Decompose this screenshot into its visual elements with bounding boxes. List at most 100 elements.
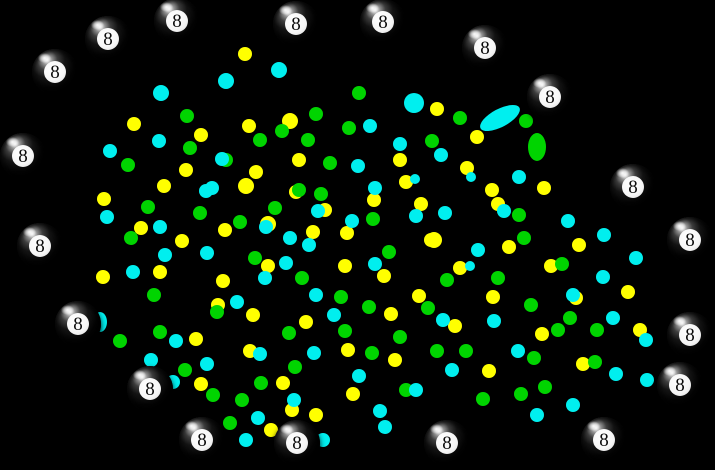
cyan-dot xyxy=(639,333,653,347)
cyan-dot xyxy=(309,288,323,302)
green-dot xyxy=(323,156,337,170)
yellow-dot xyxy=(367,193,381,207)
eight-ball-disc: 8 xyxy=(436,432,458,454)
eight-ball-disc: 8 xyxy=(67,313,89,335)
cyan-dot xyxy=(368,181,382,195)
yellow-dot xyxy=(299,315,313,329)
eight-ball-disc: 8 xyxy=(539,86,561,108)
cyan-dot xyxy=(311,204,325,218)
eight-ball[interactable]: 8 xyxy=(360,0,406,45)
yellow-dot xyxy=(127,117,141,131)
green-dot xyxy=(295,271,309,285)
green-dot xyxy=(124,231,138,245)
yellow-dot xyxy=(535,327,549,341)
cyan-dot xyxy=(378,420,392,434)
green-dot xyxy=(121,158,135,172)
green-dot xyxy=(248,251,262,265)
green-dot xyxy=(206,388,220,402)
green-dot xyxy=(555,257,569,271)
yellow-dot xyxy=(460,161,474,175)
cyan-dot xyxy=(404,93,424,113)
yellow-dot xyxy=(572,238,586,252)
eight-ball-numeral: 8 xyxy=(628,176,638,198)
cyan-dot xyxy=(597,228,611,242)
eight-ball-numeral: 8 xyxy=(292,432,302,454)
cyan-dot xyxy=(438,206,452,220)
eight-ball[interactable]: 8 xyxy=(657,362,703,408)
cyan-dot xyxy=(640,373,654,387)
eight-ball[interactable]: 8 xyxy=(0,133,46,179)
green-dot xyxy=(233,215,247,229)
yellow-dot xyxy=(309,408,323,422)
eight-ball-disc: 8 xyxy=(97,28,119,50)
eight-ball[interactable]: 8 xyxy=(55,301,101,347)
green-dot xyxy=(524,298,538,312)
cyan-dot xyxy=(169,334,183,348)
eight-ball-numeral: 8 xyxy=(480,37,490,59)
eight-ball-disc: 8 xyxy=(166,10,188,32)
cyan-dot xyxy=(251,411,265,425)
eight-ball[interactable]: 8 xyxy=(610,164,656,210)
eight-ball-disc: 8 xyxy=(29,235,51,257)
eight-ball[interactable]: 8 xyxy=(274,420,320,466)
eight-ball[interactable]: 8 xyxy=(424,420,470,466)
yellow-dot xyxy=(453,261,467,275)
yellow-dot xyxy=(338,259,352,273)
eight-ball-numeral: 8 xyxy=(50,61,60,83)
yellow-dot xyxy=(292,153,306,167)
green-dot xyxy=(590,323,604,337)
eight-ball-numeral: 8 xyxy=(18,145,28,167)
green-dot xyxy=(268,201,282,215)
green-dot xyxy=(430,344,444,358)
yellow-dot xyxy=(261,259,275,273)
eight-ball[interactable]: 8 xyxy=(154,0,200,44)
eight-ball-numeral: 8 xyxy=(675,374,685,396)
green-dot xyxy=(528,133,546,161)
eight-ball-numeral: 8 xyxy=(685,324,695,346)
eight-ball[interactable]: 8 xyxy=(17,223,63,269)
yellow-dot xyxy=(242,119,256,133)
eight-ball-numeral: 8 xyxy=(442,432,452,454)
yellow-dot xyxy=(482,364,496,378)
eight-ball[interactable]: 8 xyxy=(527,74,573,120)
cyan-dot xyxy=(279,256,293,270)
yellow-dot xyxy=(157,179,171,193)
eight-ball-disc: 8 xyxy=(679,324,701,346)
green-dot xyxy=(382,245,396,259)
yellow-dot xyxy=(194,128,208,142)
cyan-dot xyxy=(373,404,387,418)
yellow-dot xyxy=(448,319,462,333)
eight-ball-numeral: 8 xyxy=(685,229,695,251)
eight-ball-numeral: 8 xyxy=(545,86,555,108)
eight-ball[interactable]: 8 xyxy=(667,217,713,263)
green-dot xyxy=(314,187,328,201)
green-dot xyxy=(147,288,161,302)
cyan-dot xyxy=(144,353,158,367)
eight-ball[interactable]: 8 xyxy=(179,417,225,463)
green-dot xyxy=(425,134,439,148)
cyan-dot xyxy=(352,369,366,383)
cyan-dot xyxy=(465,261,475,271)
eight-ball[interactable]: 8 xyxy=(581,417,627,463)
cyan-dot xyxy=(152,134,166,148)
cyan-dot xyxy=(409,383,423,397)
eight-ball[interactable]: 8 xyxy=(462,25,508,71)
yellow-dot xyxy=(175,234,189,248)
eight-ball[interactable]: 8 xyxy=(273,1,319,47)
cyan-dot xyxy=(215,152,229,166)
yellow-dot xyxy=(306,225,320,239)
eight-ball[interactable]: 8 xyxy=(127,366,173,412)
cyan-dot xyxy=(100,210,114,224)
eight-ball[interactable]: 8 xyxy=(32,49,78,95)
eight-ball-disc: 8 xyxy=(139,378,161,400)
yellow-dot xyxy=(384,307,398,321)
yellow-dot xyxy=(486,290,500,304)
eight-ball-numeral: 8 xyxy=(599,429,609,451)
cyan-dot xyxy=(368,257,382,271)
eight-ball[interactable]: 8 xyxy=(85,16,131,62)
cyan-dot xyxy=(561,214,575,228)
green-dot xyxy=(362,300,376,314)
green-dot xyxy=(527,351,541,365)
eight-ball[interactable]: 8 xyxy=(667,312,713,358)
cyan-dot xyxy=(103,144,117,158)
